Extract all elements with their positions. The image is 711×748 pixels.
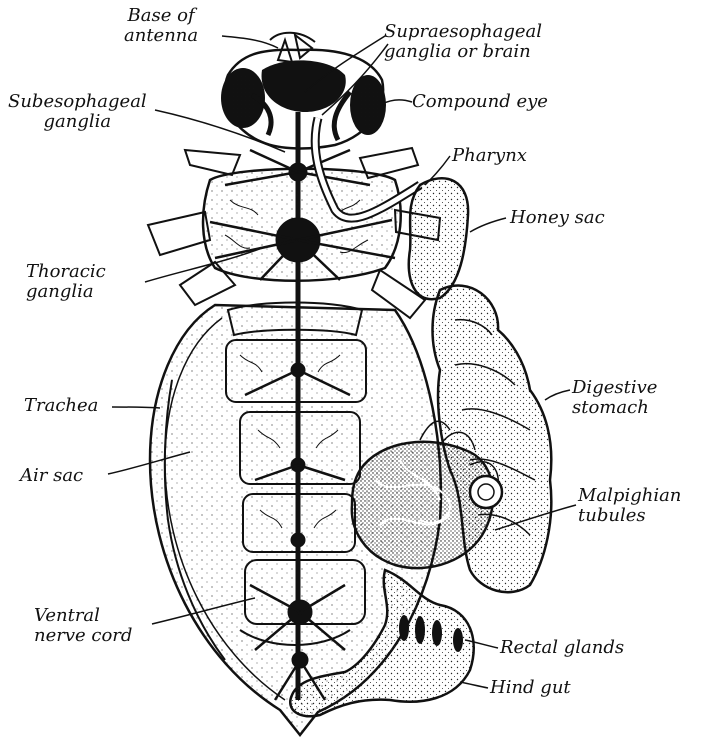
honey-sac xyxy=(409,178,468,299)
label-line: Digestive xyxy=(572,378,657,398)
label-line: Air sac xyxy=(20,466,83,486)
label-line: Honey sac xyxy=(510,208,605,228)
label-supraesophageal-ganglia: Supraesophageal ganglia or brain xyxy=(384,22,542,62)
label-line: Thoracic xyxy=(26,262,106,282)
label-line: Pharynx xyxy=(452,146,527,166)
label-line: Supraesophageal xyxy=(384,22,542,42)
label-line: tubules xyxy=(578,506,681,526)
label-malpighian-tubules: Malpighian tubules xyxy=(578,486,681,526)
label-pharynx: Pharynx xyxy=(452,146,527,166)
label-line: ganglia xyxy=(26,282,106,302)
label-trachea: Trachea xyxy=(24,396,98,416)
label-line: stomach xyxy=(572,398,657,418)
label-line: Ventral xyxy=(34,606,132,626)
label-line: antenna xyxy=(124,26,198,46)
label-honey-sac: Honey sac xyxy=(510,208,605,228)
label-line: Compound eye xyxy=(412,92,548,112)
label-line: Rectal glands xyxy=(500,638,624,658)
label-line: Subesophageal xyxy=(8,92,147,112)
label-air-sac: Air sac xyxy=(20,466,83,486)
label-line: Base of xyxy=(124,6,198,26)
label-compound-eye: Compound eye xyxy=(412,92,548,112)
label-ventral-nerve-cord: Ventral nerve cord xyxy=(34,606,132,646)
label-line: ganglia xyxy=(8,112,147,132)
label-rectal-glands: Rectal glands xyxy=(500,638,624,658)
label-line: Hind gut xyxy=(490,678,571,698)
label-line: Trachea xyxy=(24,396,98,416)
label-line: Malpighian xyxy=(578,486,681,506)
label-line: nerve cord xyxy=(34,626,132,646)
label-digestive-stomach: Digestive stomach xyxy=(572,378,657,418)
label-subesophageal-ganglia: Subesophageal ganglia xyxy=(8,92,147,132)
label-base-of-antenna: Base of antenna xyxy=(124,6,198,46)
label-hind-gut: Hind gut xyxy=(490,678,571,698)
label-thoracic-ganglia: Thoracic ganglia xyxy=(26,262,106,302)
head xyxy=(221,33,386,149)
label-line: ganglia or brain xyxy=(384,42,542,62)
